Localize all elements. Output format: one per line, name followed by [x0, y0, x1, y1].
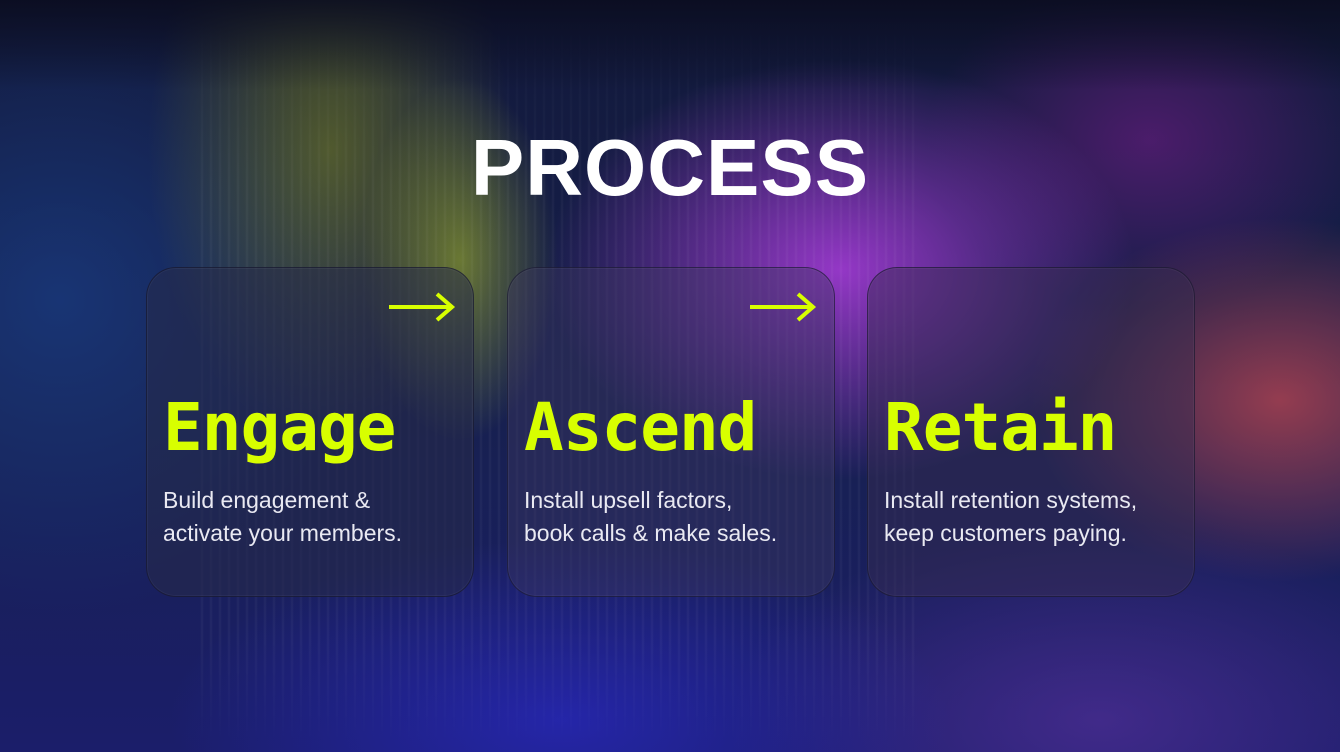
arrow-right-icon [750, 292, 817, 322]
card-description: Install upsell factors, book calls & mak… [524, 484, 824, 550]
card-title: Engage [163, 389, 396, 466]
card-description: Install retention systems, keep customer… [884, 484, 1184, 550]
card-description-line: Build engagement & [163, 487, 371, 513]
process-card-engage: Engage Build engagement & activate your … [146, 267, 474, 597]
background-top-shade [0, 0, 1340, 90]
card-description-line: Install upsell factors, [524, 487, 733, 513]
card-description-line: Install retention systems, [884, 487, 1138, 513]
process-card-ascend: Ascend Install upsell factors, book call… [507, 267, 835, 597]
card-title: Ascend [524, 389, 757, 466]
card-description-line: activate your members. [163, 520, 403, 546]
card-description-line: keep customers paying. [884, 520, 1127, 546]
card-title: Retain [884, 389, 1117, 466]
arrow-right-icon [389, 292, 456, 322]
card-description: Build engagement & activate your members… [163, 484, 463, 550]
card-description-line: book calls & make sales. [524, 520, 778, 546]
page-title: PROCESS [470, 123, 870, 212]
process-card-retain: Retain Install retention systems, keep c… [867, 267, 1195, 597]
